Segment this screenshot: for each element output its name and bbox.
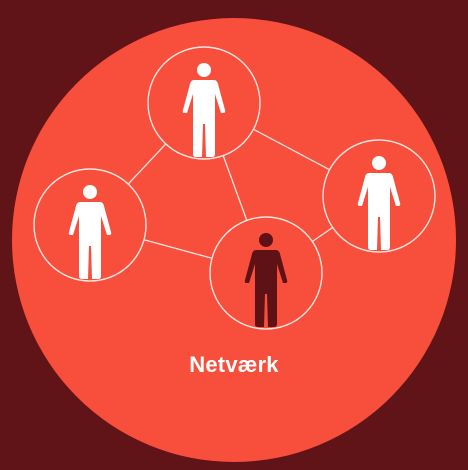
link-top-right [253,128,330,171]
link-bottom-right [311,226,334,243]
link-top-left [127,143,167,185]
node-top [147,46,261,160]
person-icon [68,185,112,279]
diagram-label: Netværk [189,352,279,377]
links [127,128,334,259]
person-icon [357,156,401,250]
person-icon [182,63,226,157]
person-icon [244,233,288,327]
link-top-bottom [222,155,248,221]
node-bottom [209,216,323,330]
nodes [33,46,436,330]
link-left-bottom [143,239,213,259]
node-left [33,168,147,282]
node-right [322,139,436,253]
